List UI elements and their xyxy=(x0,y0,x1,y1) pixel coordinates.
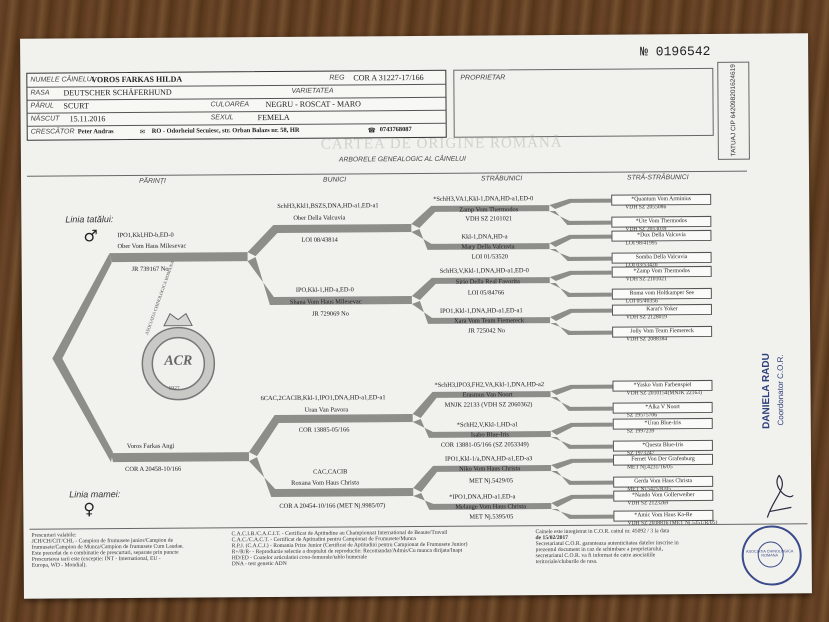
footer-left: Prescurtari valabile: JCH/CH/CIT/CHL - C… xyxy=(32,531,212,568)
ggp7-name: Niko Vom Haus Christa xyxy=(459,465,521,473)
branch-gg10 xyxy=(550,397,613,411)
branch-dam-up xyxy=(248,414,413,457)
branch-gg6 xyxy=(549,283,612,297)
branch-gg12 xyxy=(550,437,613,449)
branch-g3 xyxy=(411,277,550,300)
seal-graphic xyxy=(141,312,216,401)
seal-initials: ACR xyxy=(164,353,193,369)
gp4-name: Roxana Vom Haus Christa xyxy=(291,479,359,487)
branch-g8 xyxy=(413,492,552,510)
ggp2-titles: Kkl-1,DNA,HD-a xyxy=(461,233,508,241)
footer-left-line: Europa, WD - Mondial). xyxy=(31,562,87,569)
branch-dam xyxy=(110,452,250,463)
branch-gg8 xyxy=(550,323,613,335)
ggp5-titles: *SchH3,IPO3,FH2,VA,Kkl-1,DNA,HD-a2 xyxy=(434,381,545,389)
gp4-reg: COR A 20454-10/166 (MET Nj.9985/07) xyxy=(279,502,386,510)
ggp8-name: Melange Vom Haus Christa xyxy=(455,503,526,511)
pedigree-tree xyxy=(52,198,614,519)
branch-gg16 xyxy=(551,509,614,519)
gggp-reg: VDH SZ 2055086 xyxy=(625,204,667,211)
branch-gg4 xyxy=(549,249,612,261)
branch-sire-up xyxy=(247,224,412,257)
gp2-titles: IPO,Kkl-1,HD-a,ED-0 xyxy=(295,286,354,294)
sire-reg: JR 739167 No xyxy=(131,265,169,273)
branch-gg7 xyxy=(550,308,612,322)
branch-g2 xyxy=(411,228,550,250)
ggp1-name: Zamp Vom Thermodos xyxy=(459,206,519,214)
gp4-titles: CAC,CACIB xyxy=(313,468,348,476)
branch-sire xyxy=(109,252,248,263)
branch-gg2 xyxy=(549,211,612,225)
ggp8-reg: MET Nj.5395/05 xyxy=(469,513,514,521)
ggp4-reg: JR 725042 No xyxy=(468,327,506,335)
sire-name: Ober Vom Haus Milesevac xyxy=(117,242,187,251)
gp3-reg: COR 13885-05/166 xyxy=(298,426,350,434)
branch-g7 xyxy=(413,465,552,492)
branch-g4 xyxy=(411,300,551,324)
ggp2-name: Mary Della Valcuvia xyxy=(461,243,515,251)
gp2-reg: JR 729069 No xyxy=(311,310,349,318)
signature-name: DANIELA RADU xyxy=(760,353,773,429)
ggp3-titles: SchH3,V,Kkl-1,DNA,HD-a1,ED-0 xyxy=(439,267,529,275)
branch-gg5 xyxy=(549,270,612,282)
acr-seal: ACR 1927 ASOCIATIA CHINOLOGICA ROMANA xyxy=(138,260,219,406)
branch-gg14 xyxy=(551,471,614,485)
branch-root xyxy=(52,253,113,463)
official-stamp: ASOCIATIA CHINOLOGICA ROMANA xyxy=(741,525,802,586)
gggp-reg: SZ 1997239 xyxy=(626,428,655,435)
gp3-name: Uran Van Pavora xyxy=(304,406,349,414)
pedigree-certificate: № 0196542 NUMELE CÂINELUI VOROS FARKAS H… xyxy=(20,33,812,599)
branch-gg13 xyxy=(551,458,614,470)
ggp1-titles: *SchH3,VA1,Kkl-1,DNA,HD-a1,ED-0 xyxy=(433,195,534,203)
branch-gg9 xyxy=(550,384,613,396)
gggp-reg: VDH SZ 2128019 xyxy=(625,314,668,321)
handwritten-signature xyxy=(766,474,794,518)
ggp4-name: Xara Vom Team Fiemereck xyxy=(454,317,525,325)
gggp-reg: VDH SZ 2101021 xyxy=(625,276,667,283)
ggp6-reg: COR 13881-05/166 (SZ 2053349) xyxy=(440,441,529,449)
branch-g1 xyxy=(411,205,550,228)
gp2-name: Shana Vom Haus Milesevac xyxy=(289,298,362,306)
ggp7-reg: MET Nj.5429/05 xyxy=(469,477,514,485)
dam-name: Voros Farkas Angi xyxy=(126,442,175,451)
ggp6-titles: *SchH2,V,Kkl-1,HD-a1 xyxy=(456,421,519,429)
footer-right: Cainele este inregistrat in C.O.R. caitu… xyxy=(535,528,743,565)
ggp5-name: Erasmus Van Noort xyxy=(462,391,513,399)
ggp1-reg: VDH SZ 2101021 xyxy=(465,215,513,223)
ggp7-titles: IPO1,Kkl-1/a,DNA,HD-a1,ED-a3 xyxy=(444,455,533,463)
signature-role: Coordonator C.O.R. xyxy=(775,354,786,426)
gp1-name: Ober Della Valcuvia xyxy=(293,214,346,222)
ggp8-titles: *IPO1,DNA,HD-a1,ED-a xyxy=(449,493,516,501)
branch-gg1 xyxy=(549,198,612,210)
branch-gg15 xyxy=(551,494,614,508)
branch-g5 xyxy=(412,391,551,418)
signature-block: DANIELA RADU Coordonator C.O.R. xyxy=(750,333,786,463)
ggp3-name: Sirio Della Real Favorita xyxy=(455,278,520,286)
branch-g6 xyxy=(412,418,551,438)
tree-branches xyxy=(52,198,614,519)
gggp-reg: VDH SZ 2010154(MNJK 22163) xyxy=(626,390,702,397)
footer-middle: C.A.C.I.B./C.A.C.I.T. - Certificat de Ap… xyxy=(231,529,521,568)
gp1-reg: LOI 08/43814 xyxy=(301,236,338,244)
gp3-titles: 6CAC,2CACIB,Kkl-1,IPO1,DNA,HD-a1,ED-a1 xyxy=(260,394,386,403)
gggp-reg: VDH SZ 2088384 xyxy=(626,336,668,343)
ggp4-titles: IPO1,Kkl-1,DNA,HD-a1,ED-a1 xyxy=(439,307,523,315)
sire-titles: IPO1,Kkl,HD-b,ED-0 xyxy=(117,231,174,240)
dam-reg: COR A 20458-10/166 xyxy=(125,465,182,474)
branch-dam-down xyxy=(249,457,414,498)
ggp2-reg: LOI 01/53520 xyxy=(471,253,509,261)
gggp-reg: LOI 98/41995 xyxy=(625,240,658,247)
stamp-text: ASOCIATIA CHINOLOGICA ROMANA xyxy=(745,549,794,558)
gggp-reg: VDH SZ 2123269 xyxy=(627,500,669,507)
branch-gg11 xyxy=(550,422,613,436)
ggp6-name: Isabo Blue-Iris xyxy=(470,431,510,439)
branch-sire-down xyxy=(247,257,412,306)
ggp3-reg: LOI 05/84766 xyxy=(467,289,505,297)
branch-gg3 xyxy=(549,234,612,248)
gp1-titles: SchH3,Kkl1,BSZS,DNA,HD-a1,ED-a1 xyxy=(277,202,379,210)
ggp5-reg: MNJK 22133 (VDH SZ 2060362) xyxy=(444,401,533,409)
gggp-reg: MET Nj.4231/16/05 xyxy=(627,464,673,471)
seal-year: 1927 xyxy=(168,385,180,392)
